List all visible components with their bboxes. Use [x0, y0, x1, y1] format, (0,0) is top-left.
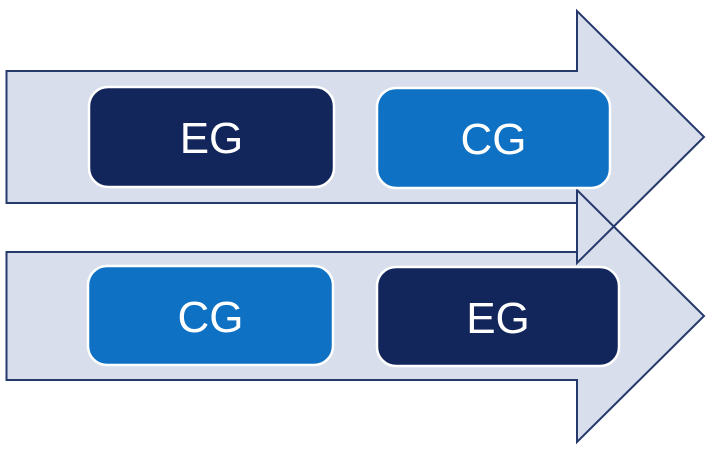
bottom-arrow-group: CG EG: [86, 264, 621, 368]
top-arrow-outline: [5, 8, 706, 266]
arrow-fills: [6, 11, 704, 442]
bottom-arrow-box-eg: [375, 265, 621, 368]
top-arrow-box-cg-label: CG: [461, 115, 527, 164]
top-arrow-shape: [6, 11, 704, 263]
top-arrow-box-eg: [87, 85, 336, 189]
bottom-arrow-box-cg-label: CG: [178, 293, 244, 342]
top-arrow-box-cg: [375, 86, 612, 190]
top-arrow-group: EG CG: [87, 85, 612, 190]
top-arrow-box-eg-label: EG: [180, 114, 244, 163]
bottom-arrow-outline: [5, 187, 706, 445]
arrow-outlines: [5, 8, 706, 445]
bottom-arrow-box-eg-label: EG: [466, 294, 530, 343]
bottom-arrow-box-cg: [86, 264, 335, 367]
